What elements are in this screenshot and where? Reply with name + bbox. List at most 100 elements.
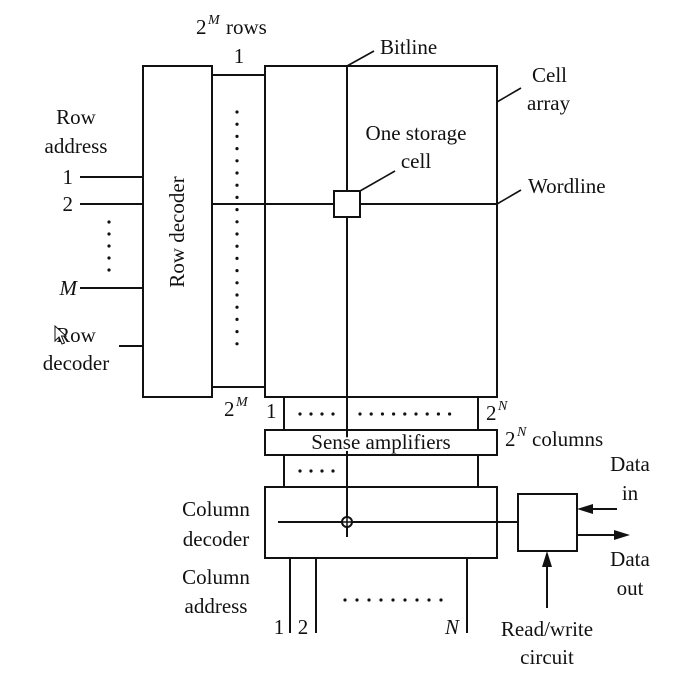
column-decoder-label-line2: decoder: [183, 527, 249, 551]
ellipsis-dot: [298, 412, 302, 416]
rows-count-suffix: rows: [226, 15, 267, 39]
cell-array: [264, 65, 498, 398]
sense-amp-lower-band: [283, 454, 479, 488]
cell-array-label-line2: array: [527, 91, 571, 115]
ellipsis-dot: [235, 220, 239, 224]
column-address-input-1: 1: [274, 615, 285, 639]
ellipsis-dot: [235, 195, 239, 199]
row-decoder-box-label: Row decoder: [165, 176, 189, 287]
ellipsis-dot: [320, 412, 324, 416]
storage-cell-leader: [359, 170, 396, 192]
ellipsis-dot: [403, 598, 407, 602]
ellipsis-dot: [379, 598, 383, 602]
column-address-input-n: N: [444, 615, 460, 639]
wordline-label: Wordline: [528, 174, 606, 198]
rows-count-exponent: M: [207, 13, 221, 28]
ellipsis-dot: [235, 232, 239, 236]
ellipsis-dot: [235, 305, 239, 309]
ellipsis-dot: [439, 598, 443, 602]
ellipsis-dot: [320, 469, 324, 473]
ellipsis-dot: [235, 147, 239, 151]
ellipsis-dot: [343, 598, 347, 602]
storage-cell: [333, 190, 361, 218]
row-address-title-line1: Row: [56, 105, 97, 129]
row-decoder-box: [142, 65, 213, 398]
ellipsis-dot: [415, 598, 419, 602]
ellipsis-dot: [235, 122, 239, 126]
row-address-input-m: M: [59, 276, 79, 300]
storage-cell-label-line1: One storage: [366, 121, 467, 145]
column-address-label-line2: address: [185, 594, 248, 618]
ellipsis-dot: [367, 598, 371, 602]
first-row-number: 1: [234, 44, 245, 68]
ellipsis-dot: [235, 110, 239, 114]
data-out-arrowhead: [614, 530, 630, 540]
ellipsis-dot: [235, 183, 239, 187]
ellipsis-dot: [235, 244, 239, 248]
ellipsis-dot: [331, 469, 335, 473]
data-out-label-line1: Data: [610, 547, 650, 571]
ellipsis-dot: [235, 208, 239, 212]
bitline-label: Bitline: [380, 35, 437, 59]
read-write-circuit-box: [517, 493, 578, 552]
data-in-arrowhead: [577, 504, 593, 514]
sense-amp-upper-ellipsis: [298, 412, 452, 416]
ellipsis-dot: [392, 412, 396, 416]
cell-array-leader: [496, 87, 522, 103]
bitline-leader: [346, 50, 375, 67]
last-row-exponent: M: [235, 395, 249, 410]
storage-cell-label-line2: cell: [401, 149, 431, 173]
ellipsis-dot: [331, 412, 335, 416]
row-address-title-line2: address: [45, 134, 108, 158]
columns-count-exponent: N: [516, 425, 527, 440]
ellipsis-dot: [235, 134, 239, 138]
ellipsis-dot: [403, 412, 407, 416]
rows-ellipsis: [235, 110, 239, 346]
column-address-label-line1: Column: [182, 565, 250, 589]
ellipsis-dot: [380, 412, 384, 416]
ellipsis-dot: [235, 330, 239, 334]
last-column-exponent: N: [497, 399, 508, 414]
ellipsis-dot: [235, 281, 239, 285]
row-address-input-2: 2: [63, 192, 74, 216]
ellipsis-dot: [235, 171, 239, 175]
wordline-leader: [496, 189, 522, 205]
read-write-control-arrowhead: [542, 551, 552, 567]
read-write-label-line2: circuit: [520, 645, 574, 669]
sense-amplifiers-box: [264, 429, 498, 456]
ellipsis-dot: [235, 256, 239, 260]
ellipsis-dot: [414, 412, 418, 416]
data-out-label-line2: out: [617, 576, 644, 600]
ellipsis-dot: [436, 412, 440, 416]
ellipsis-dot: [355, 598, 359, 602]
arrow-cursor-icon: [54, 324, 68, 345]
cell-array-label-line1: Cell: [532, 63, 567, 87]
row-decoder-side-label-line2: decoder: [43, 351, 109, 375]
ellipsis-dot: [427, 598, 431, 602]
ellipsis-dot: [235, 269, 239, 273]
row-address-input-1: 1: [63, 165, 74, 189]
ellipsis-dot: [309, 412, 313, 416]
last-row-base: 2: [224, 397, 235, 421]
column-decoder-label-line1: Column: [182, 497, 250, 521]
ellipsis-dot: [298, 469, 302, 473]
sense-amplifiers-label: Sense amplifiers: [311, 430, 450, 454]
column-address-ellipsis: [343, 598, 443, 602]
ellipsis-dot: [235, 159, 239, 163]
ellipsis-dot: [448, 412, 452, 416]
row-address-ellipsis: [107, 220, 111, 272]
data-in-label-line1: Data: [610, 452, 650, 476]
ellipsis-dot: [235, 342, 239, 346]
data-in-label-line2: in: [622, 481, 639, 505]
ellipsis-dot: [309, 469, 313, 473]
columns-count-base: 2: [505, 427, 516, 451]
ellipsis-dot: [235, 317, 239, 321]
last-column-base: 2: [486, 401, 497, 425]
ellipsis-dot: [369, 412, 373, 416]
ellipsis-dot: [235, 293, 239, 297]
sense-amp-lower-ellipsis: [298, 469, 335, 473]
ellipsis-dot: [425, 412, 429, 416]
read-write-label-line1: Read/write: [501, 617, 593, 641]
column-address-input-2: 2: [298, 615, 309, 639]
